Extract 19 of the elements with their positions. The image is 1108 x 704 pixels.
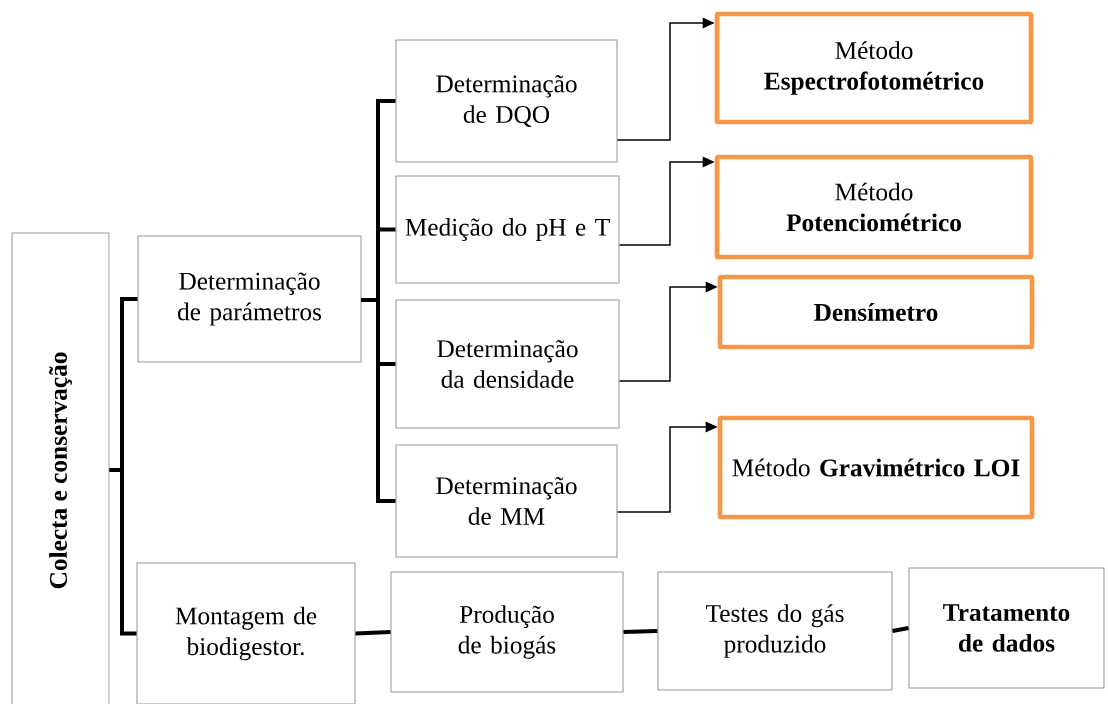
method-box: Densímetro	[717, 274, 1035, 350]
process-box: Produção de biogás	[390, 571, 624, 693]
method-box: Método Potenciométrico	[714, 154, 1034, 260]
connector-line	[892, 626, 909, 633]
process-box: Determinação de MM	[395, 444, 618, 558]
process-box: Colecta e conservação	[11, 232, 110, 704]
method-box: Método Espectrofotométrico	[714, 11, 1034, 125]
process-box: Testes do gás produzido	[657, 571, 893, 691]
process-box: Determinação da densidade	[395, 299, 620, 429]
process-box: Determinação de parámetros	[137, 235, 362, 363]
process-box: Tratamento de dados	[908, 567, 1105, 689]
method-box: Método Gravimétrico LOI	[717, 415, 1035, 520]
process-box: Montagem de biodigestor.	[136, 562, 356, 704]
bracket-line	[109, 468, 137, 636]
process-box: Medição do pH e T	[395, 175, 620, 284]
process-box: Determinação de DQO	[395, 39, 618, 163]
connector-line	[355, 630, 391, 636]
connector-line	[623, 629, 658, 634]
bracket-line	[361, 298, 396, 503]
